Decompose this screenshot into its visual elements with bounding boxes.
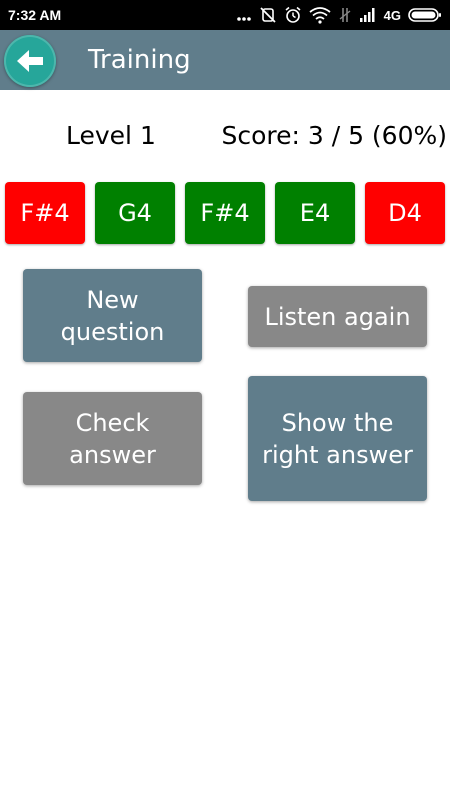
wifi-icon [309, 7, 331, 24]
status-icons: 4G [236, 6, 442, 24]
more-dots-icon [236, 17, 251, 21]
alarm-icon [285, 6, 301, 23]
listen-again-button[interactable]: Listen again [248, 286, 427, 347]
show-right-answer-label: Show the right answer [262, 408, 413, 469]
notes-row: F#4 G4 F#4 E4 D4 [0, 182, 450, 244]
note-chip-5[interactable]: D4 [365, 182, 445, 244]
battery-icon [408, 8, 441, 22]
note-label: F#4 [20, 199, 70, 227]
note-chip-2[interactable]: G4 [95, 182, 175, 244]
status-bar: 7:32 AM [0, 0, 450, 30]
new-question-button[interactable]: New question [23, 269, 202, 362]
status-time: 7:32 AM [8, 7, 62, 23]
network-type-label: 4G [383, 7, 401, 23]
new-question-label: New question [60, 285, 165, 346]
note-chip-3[interactable]: F#4 [185, 182, 265, 244]
no-signal-icon [339, 8, 351, 22]
mute-icon [260, 7, 276, 23]
note-label: G4 [118, 199, 152, 227]
level-label: Level 1 [66, 121, 156, 150]
check-answer-button[interactable]: Check answer [23, 392, 202, 485]
back-button[interactable] [4, 35, 56, 87]
note-chip-4[interactable]: E4 [275, 182, 355, 244]
show-right-answer-button[interactable]: Show the right answer [248, 376, 427, 501]
page-title: Training [88, 45, 191, 75]
check-answer-label: Check answer [69, 408, 156, 469]
score-label: Score: 3 / 5 (60%) [221, 121, 447, 150]
listen-again-label: Listen again [264, 302, 411, 331]
signal-icon [359, 8, 375, 22]
note-label: D4 [388, 199, 422, 227]
arrow-left-icon [17, 50, 43, 72]
app-bar: Training [0, 30, 450, 90]
note-label: E4 [299, 199, 331, 227]
note-label: F#4 [200, 199, 250, 227]
note-chip-1[interactable]: F#4 [5, 182, 85, 244]
